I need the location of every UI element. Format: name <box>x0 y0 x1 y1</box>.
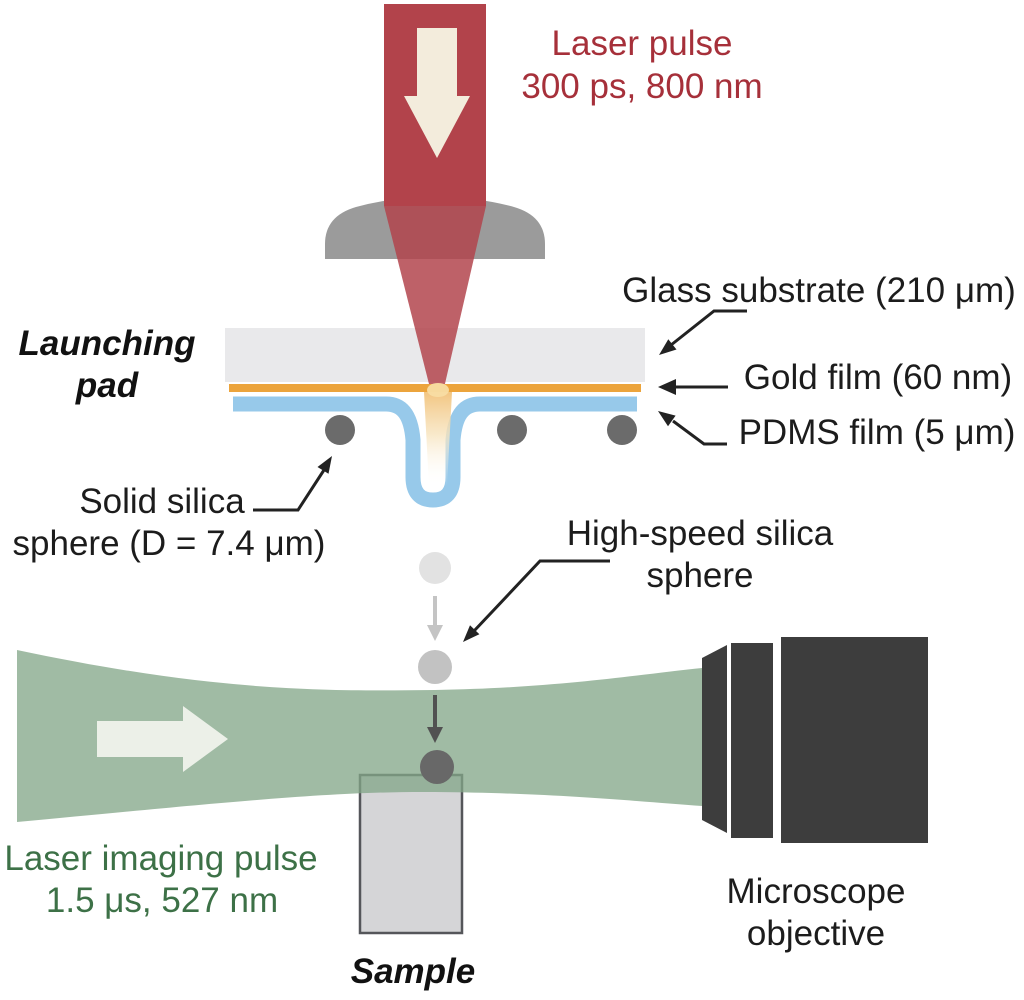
sample-label: Sample <box>351 952 476 991</box>
impacting-sphere <box>420 750 454 784</box>
pdms-film-layer <box>233 396 637 508</box>
laser-pulse-label-line1: Laser pulse <box>552 24 733 63</box>
objective-nose <box>702 645 727 833</box>
laser-beam-focusing-cone <box>384 206 486 388</box>
glass-label-arrow <box>665 309 747 351</box>
pdms-label-arrow <box>672 419 727 446</box>
microscope-label-line1: Microscope <box>727 872 906 911</box>
objective-collar <box>731 643 773 838</box>
sample-block <box>358 773 464 935</box>
gold-label-arrow-head <box>658 379 676 395</box>
imaging-direction-arrow-icon <box>97 706 228 772</box>
launching-pad-label-line1: Launching <box>19 324 196 363</box>
focus-hotspot <box>427 383 449 397</box>
objective-body <box>781 637 928 843</box>
falling-sphere-mid <box>418 650 452 684</box>
pdms-label-arrow-head <box>658 411 676 427</box>
imaging-pulse-label-line2: 1.5 μs, 527 nm <box>46 881 278 920</box>
fall-arrow-faint-head <box>427 625 443 641</box>
solid-silica-label-arrow <box>253 469 326 512</box>
high-speed-label-arrow-head <box>463 625 480 642</box>
high-speed-label-arrow <box>472 559 610 633</box>
laser-pulse-label-line2: 300 ps, 800 nm <box>521 67 762 106</box>
pdms-film-label: PDMS film (5 μm) <box>739 413 1016 452</box>
silica-sphere-on-pad <box>607 415 637 445</box>
solid-silica-label-line1: Solid silica <box>79 482 245 521</box>
glass-substrate-label: Glass substrate (210 μm) <box>622 271 1016 310</box>
fall-arrow-dark-head <box>427 727 443 743</box>
high-speed-label-line1: High-speed silica <box>567 514 834 553</box>
silica-sphere-on-pad <box>325 415 355 445</box>
solid-silica-label-line2: sphere (D = 7.4 μm) <box>13 524 326 563</box>
imaging-beam <box>17 650 702 822</box>
glass-label-arrow-head <box>659 339 677 355</box>
falling-sphere-faint <box>419 552 451 584</box>
high-speed-label-line2: sphere <box>646 556 753 595</box>
imaging-pulse-label-line1: Laser imaging pulse <box>4 839 317 878</box>
laser-direction-arrow-icon <box>404 28 470 158</box>
silica-sphere-on-pad <box>497 415 527 445</box>
focus-glow <box>424 392 452 486</box>
solid-silica-label-arrow-head <box>317 456 332 474</box>
launching-pad-label-line2: pad <box>75 366 139 405</box>
gold-film-label: Gold film (60 nm) <box>744 358 1012 397</box>
microscope-label-line2: objective <box>747 914 885 953</box>
